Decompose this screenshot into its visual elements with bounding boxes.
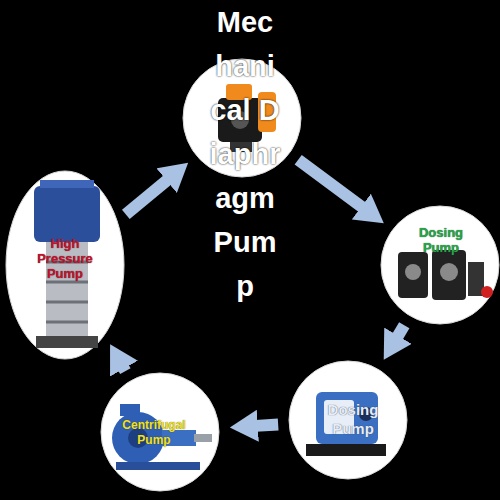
pump-label-block: Centrifugal Pump	[108, 418, 200, 448]
circle-fill	[289, 361, 407, 479]
circle-fill	[381, 206, 499, 324]
pump-circle: High Pressure Pump	[5, 170, 125, 360]
flow-arrow	[397, 325, 404, 337]
pump-circle: Dosing Pump	[380, 205, 500, 325]
pump-name: Dosing Pump	[316, 400, 390, 438]
pump-label-block: Mechanical Diaphragm Pump	[209, 0, 281, 308]
pump-name: Mechanical Diaphragm Pump	[209, 0, 281, 308]
circle-fill	[6, 171, 124, 359]
pump-circle: Centrifugal Pump	[100, 372, 220, 492]
flow-arrow	[298, 160, 363, 208]
flow-arrow	[123, 367, 125, 371]
pump-circle: Dosing Pump	[288, 360, 408, 480]
pump-label-block: Dosing Pump	[316, 400, 390, 438]
flow-arrow	[126, 179, 168, 214]
circle-fill	[101, 373, 219, 491]
circle-outline	[380, 205, 500, 325]
pump-label-block: High Pressure Pump	[27, 236, 103, 281]
pump-name: Dosing Pump	[408, 225, 474, 255]
flow-arrow	[256, 424, 278, 425]
pump-name: High Pressure Pump	[27, 236, 103, 281]
pump-label-block: Dosing Pump	[408, 225, 474, 255]
pump-circle: Mechanical Diaphragm Pump	[182, 58, 302, 178]
pump-name: Centrifugal Pump	[108, 418, 200, 448]
